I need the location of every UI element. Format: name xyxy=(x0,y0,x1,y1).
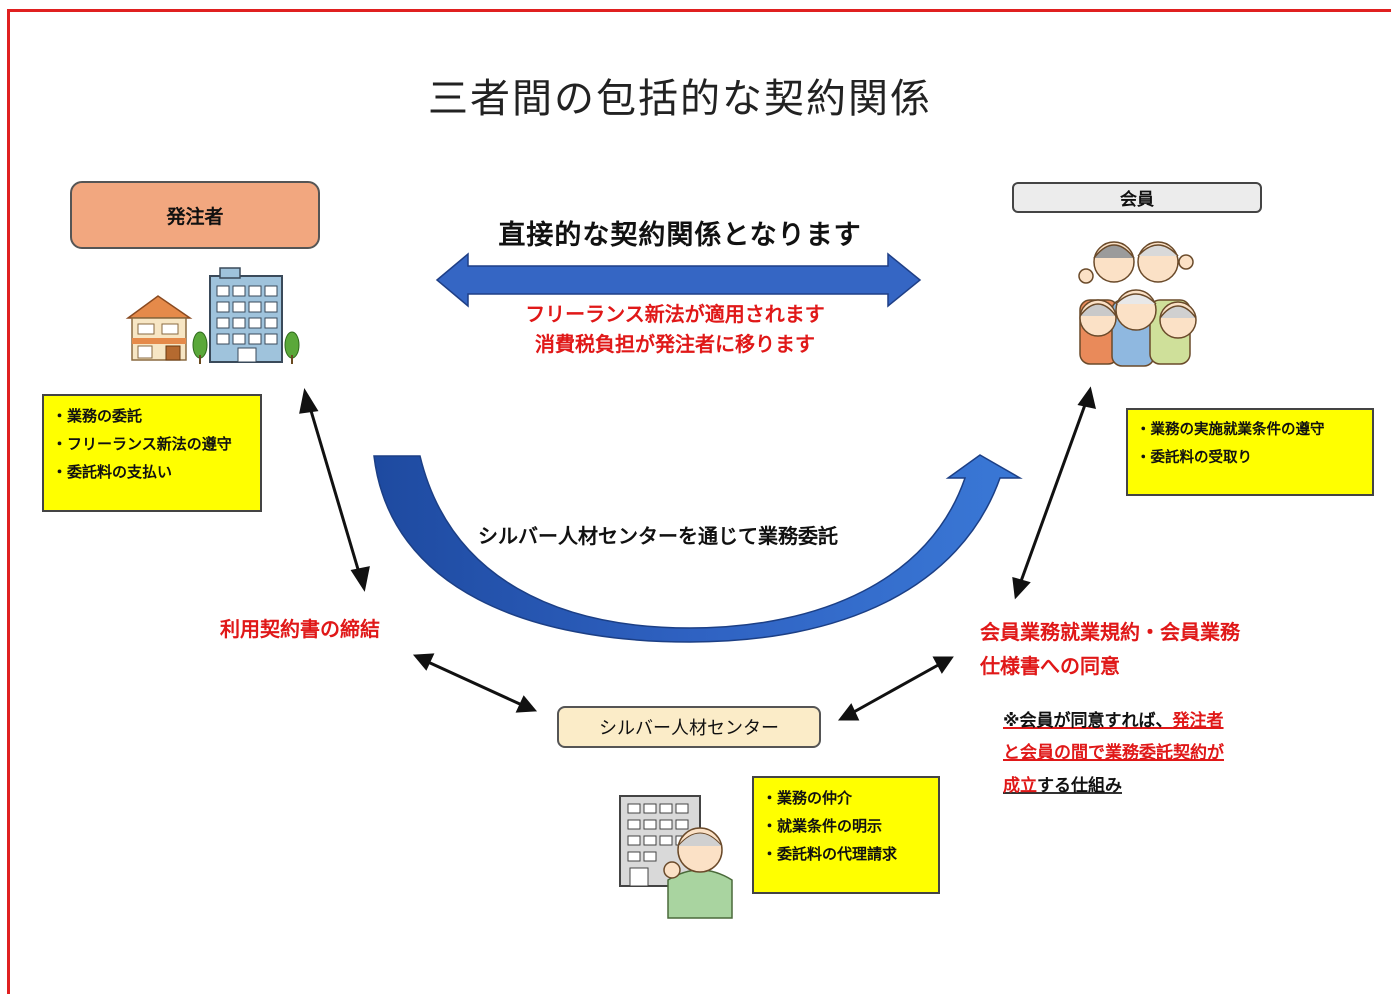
usage-contract-arrow xyxy=(412,653,538,713)
client-duties-note: ・業務の委託 ・フリーランス新法の遵守 ・委託料の支払い xyxy=(42,394,262,512)
footnote-line2: と会員の間で業務委託契約が xyxy=(1003,743,1224,763)
center-duty-item: ・就業条件の明示 xyxy=(762,817,883,835)
freelance-law-note: フリーランス新法が適用されます xyxy=(525,302,825,326)
center-duties-note: ・業務の仲介 ・就業条件の明示 ・委託料の代理請求 xyxy=(752,776,940,894)
diagram-title: 三者間の包括的な契約関係 xyxy=(428,76,932,122)
member-duty-item: ・業務の実施就業条件の遵守 xyxy=(1136,422,1325,438)
member-role-box: 会員 xyxy=(1012,182,1262,213)
footnote-prefix: ※会員が同意すれば、 xyxy=(1003,711,1173,731)
via-center-curved-arrow xyxy=(373,454,1023,643)
house-and-office-building-icon xyxy=(125,267,300,364)
member-duty-item: ・委託料の受取り xyxy=(1136,450,1252,466)
footnote-line1: ※会員が同意すれば、発注者 xyxy=(1003,706,1224,731)
center-building-with-staff-icon xyxy=(619,795,733,919)
page-frame xyxy=(7,9,1391,994)
member-duties-note: ・業務の実施就業条件の遵守 ・委託料の受取り xyxy=(1126,408,1374,496)
footnote-mechanism: する仕組み xyxy=(1037,776,1122,796)
footnote-client-word: 発注者 xyxy=(1172,711,1224,731)
member-agreement-label-line1: 会員業務就業規約・会員業務 xyxy=(980,620,1240,644)
client-duty-item: ・フリーランス新法の遵守 xyxy=(52,435,232,453)
direct-contract-heading: 直接的な契約関係となります xyxy=(498,220,862,251)
member-agreement-label-line2: 仕様書への同意 xyxy=(980,654,1120,678)
usage-contract-label: 利用契約書の締結 xyxy=(220,617,380,641)
footnote-line3: 成立する仕組み xyxy=(1003,771,1122,796)
client-duty-item: ・業務の委託 xyxy=(52,407,143,425)
center-duty-item: ・委託料の代理請求 xyxy=(762,845,898,863)
footnote-established-word: 成立 xyxy=(1003,776,1037,796)
client-role-box: 発注者 xyxy=(70,181,320,249)
via-center-label: シルバー人材センターを通じて業務委託 xyxy=(478,524,838,548)
member-center-agreement-arrow xyxy=(1012,386,1097,600)
client-duty-item: ・委託料の支払い xyxy=(52,463,173,481)
member-agreement-arrow xyxy=(837,656,954,721)
consumption-tax-note: 消費税負担が発注者に移ります xyxy=(535,332,815,356)
elderly-members-group-icon xyxy=(1078,241,1197,367)
client-center-contract-arrow xyxy=(299,387,370,592)
center-duty-item: ・業務の仲介 xyxy=(762,789,853,807)
direct-contract-double-arrow xyxy=(435,252,922,308)
center-role-box: シルバー人材センター xyxy=(557,706,821,748)
